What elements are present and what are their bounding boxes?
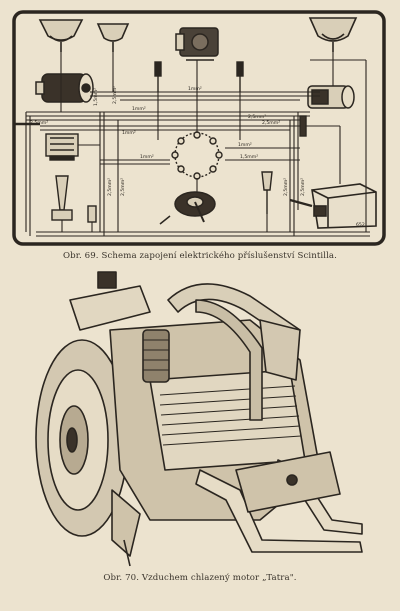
right-headlamp [308,17,358,52]
wire-label: 2,5mm² [30,120,48,126]
wire-label: 1mm² [238,142,252,148]
figure-69-caption: Obr. 69. Schema zapojení elektrického př… [63,251,337,261]
cylinder-head [259,319,301,381]
intake-pipe [167,283,301,343]
wire-harness-thick [14,122,313,208]
wire-label: 1,5mm² [93,88,99,106]
wire-label: 1mm² [188,86,202,92]
left-headlamp [38,19,84,52]
figure-70-caption: Obr. 70. Vzduchem chlazený motor „Tatra"… [103,573,297,583]
wire-label: 1,5mm² [240,154,258,160]
center-left-headlamp [96,23,130,52]
tail-lamp [261,171,273,214]
flywheel-housing [35,339,129,537]
wire-label: 1mm² [122,130,136,136]
wire-harness [25,52,370,237]
wire-label: 2,5mm² [248,114,266,120]
ignition-switch [159,191,216,225]
coil [51,175,97,223]
exhaust-pipe [195,469,363,553]
dynamo-top [175,27,219,61]
wire-label: 2,5mm² [112,86,118,104]
cooling-fins [119,349,185,445]
fuse [299,115,307,137]
wire-label: 2,5mm² [283,178,289,196]
crankcase [109,319,321,521]
engine-mount [235,451,341,513]
wire-label: 1mm² [140,154,154,160]
distributor [171,131,223,180]
wire-label: 2,5mm² [300,178,306,196]
wire-label: 1mm² [132,106,146,112]
wiring-diagram: 1mm² 1mm² 1,5mm² 2,5mm² 2,5mm² 1mm² 1mm²… [12,10,386,246]
battery [311,183,377,229]
regulator-box [45,133,79,161]
starter-motor [35,73,94,103]
figure-number: 652 [356,222,365,228]
right-horn [307,85,355,109]
wire-label: 2,5mm² [107,178,113,196]
wire-label: 2,5mm² [262,120,280,126]
wire-label: 2,5mm² [120,178,126,196]
ignition-coil [142,329,170,383]
top-connectors [154,61,244,92]
diagram-border [12,10,386,246]
